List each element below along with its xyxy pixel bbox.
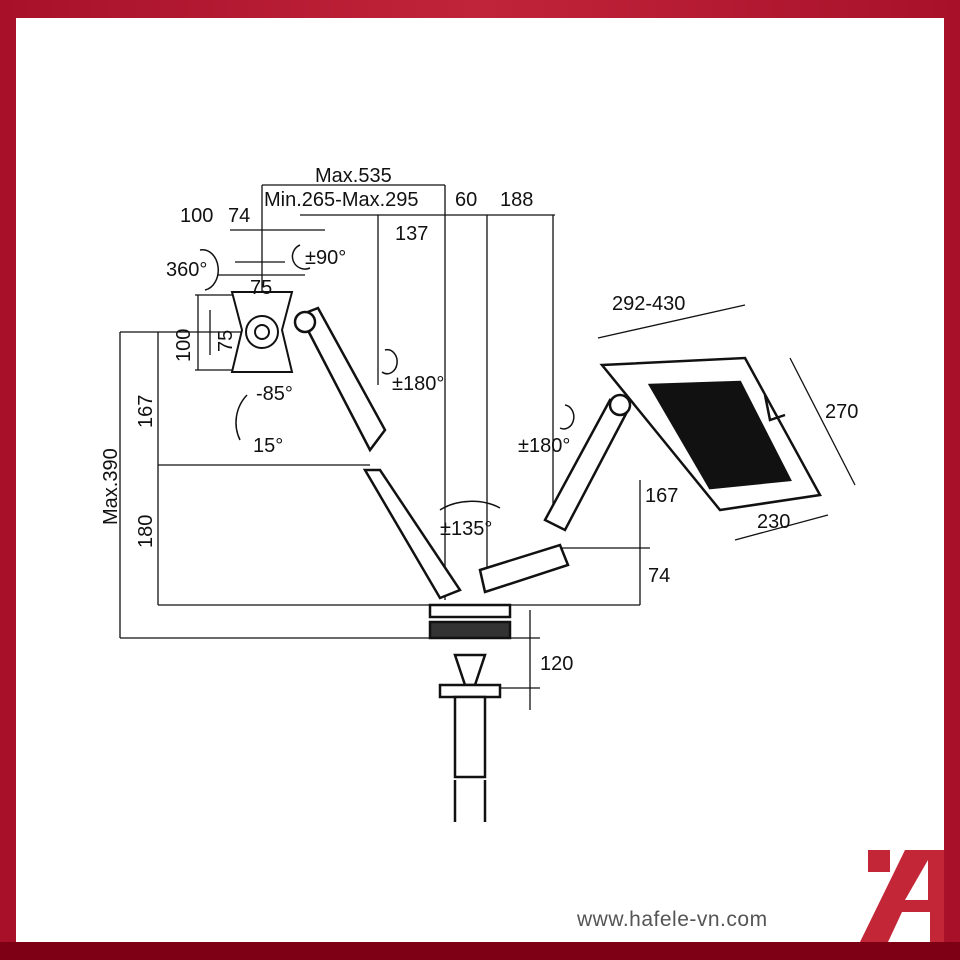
dim-137: 137 — [395, 223, 428, 245]
dim-max-390: Max.390 — [100, 448, 122, 525]
bottom-bar — [0, 942, 960, 960]
dimension-lines — [119, 184, 856, 710]
dim-clamp-120: 120 — [540, 653, 573, 675]
angle-15: 15° — [253, 435, 283, 457]
dim-vesa-75-v: 75 — [215, 330, 237, 352]
dim-74-right: 74 — [648, 565, 670, 587]
rotation-arrow-icons — [199, 244, 575, 511]
dim-arm-range: Min.265-Max.295 — [264, 189, 419, 211]
dim-167-right: 167 — [645, 485, 678, 507]
monitor-arm-left — [293, 306, 462, 600]
angle-180-right: ±180° — [518, 435, 570, 457]
dim-vesa-75-h: 75 — [250, 277, 272, 299]
dim-tray-bottom: 230 — [757, 511, 790, 533]
angle-135: ±135° — [440, 518, 492, 540]
dim-vesa-100: 100 — [173, 329, 195, 362]
website-url[interactable]: www.hafele-vn.com — [577, 908, 768, 931]
angle-180-left: ±180° — [392, 373, 444, 395]
angle-360: 360° — [166, 259, 207, 281]
angle-minus-85: -85° — [256, 383, 293, 405]
dim-tray-width: 292-430 — [612, 293, 685, 315]
dim-max-535: Max.535 — [315, 165, 392, 187]
dim-167-left: 167 — [135, 395, 157, 428]
laptop-tray — [599, 356, 822, 512]
vesa-plate — [230, 291, 294, 373]
dim-180: 180 — [135, 515, 157, 548]
dim-tray-depth: 270 — [825, 401, 858, 423]
desk-clamp — [428, 603, 512, 822]
laptop-arm-right — [478, 393, 632, 594]
dim-188: 188 — [500, 189, 533, 211]
dim-100: 100 — [180, 205, 213, 227]
hafele-logo — [860, 850, 944, 942]
angle-90: ±90° — [305, 247, 346, 269]
dim-60: 60 — [455, 189, 477, 211]
dim-74: 74 — [228, 205, 250, 227]
